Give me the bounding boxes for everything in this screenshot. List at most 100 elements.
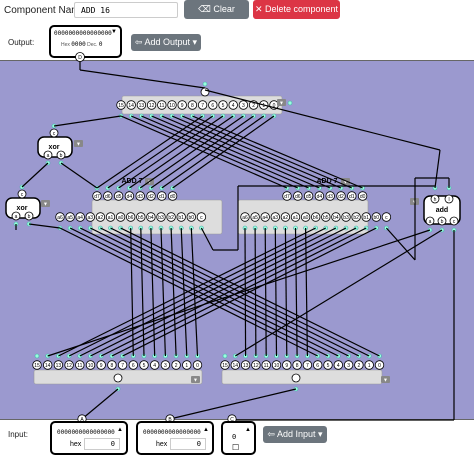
pin-label: a1 [108,215,114,221]
pin [374,360,385,370]
pin-label: b1 [178,215,184,221]
component-name-label: Component Name: [4,5,88,16]
pin [65,212,75,222]
pin [124,191,135,201]
wire [28,223,61,229]
pin [313,360,323,370]
pin [75,52,85,62]
caret-up-icon[interactable]: ▲ [203,427,209,433]
input-a-hex-field[interactable]: 0 [84,438,120,450]
caret-down-icon[interactable]: ▼ [111,29,117,35]
pin-label: 7 [121,363,124,369]
pin-label: a [429,219,432,225]
pin [196,212,207,222]
delete-component-button[interactable]: ✕ Delete component [253,0,340,19]
pin [240,212,250,222]
component-name-input[interactable]: ADD 16 [74,2,178,18]
pin [437,216,447,226]
pin-label: l [448,197,449,203]
pin-label: b3 [158,215,164,221]
pin-label: b [441,219,444,225]
pin [135,191,145,201]
pin-label: 3 [164,363,167,369]
pin-label: 2 [358,363,361,369]
pin [113,373,123,383]
pin-label: 13 [139,103,145,109]
clear-canvas-button[interactable]: ⌫ Clear canvas [184,0,249,32]
eraser-icon: ⌫ [198,4,211,14]
pin-label: 2 [175,363,178,369]
pin [117,360,128,370]
pin [300,212,311,222]
wire [274,227,278,357]
pin [157,100,167,110]
input-c-checkbox[interactable]: ☐ [232,443,240,452]
pin-label: c [453,219,456,225]
pin [139,360,149,370]
input-a-box[interactable]: 0000000000000000 ▲ hex 0 [50,421,128,455]
pin-label: 8 [296,363,299,369]
pin-label: 1 [262,103,265,109]
pin [430,194,440,204]
pin [24,211,34,221]
wire [59,227,318,357]
pin [56,150,66,160]
pin [146,100,157,110]
pin [115,212,126,222]
pin [354,360,364,370]
caret-up-icon[interactable]: ▲ [245,427,251,433]
pin-label: c [53,131,56,137]
pin [92,191,102,201]
pin-label: b6 [313,215,319,221]
clear-canvas-label: Clear canvas [202,4,235,32]
pin-label: 1 [368,363,371,369]
output-box[interactable]: 0000000000000000 ▼ Hex 0000 Dec. 0 [49,25,122,58]
close-icon: ✕ [254,4,263,14]
pin [260,212,270,222]
input-c-box[interactable]: ▲ 0 ☐ [221,421,256,455]
pin [126,100,136,110]
pin [105,212,116,222]
wire [118,115,224,189]
add-input-button[interactable]: ⇦ Add Input ▾ [263,426,327,443]
pin-label: b2 [353,215,359,221]
pin [177,100,187,110]
pin [43,150,53,160]
pin [444,194,454,204]
wire [81,388,119,420]
adder-left-title: ADD 7 [121,178,142,185]
pin-label: b0 [374,215,380,221]
wire [305,227,308,357]
pin [325,191,335,201]
pin [240,360,251,370]
plug-icon: ⇦ [134,37,143,47]
wire [434,149,441,189]
pin [333,360,344,370]
pin-label: B [168,417,172,423]
caret-down-icon: ▼ [383,378,388,384]
input-b-box[interactable]: 0000000000000000 ▲ hex 0 [136,421,214,455]
wire [151,115,320,189]
pin-label: 14 [233,363,239,369]
pin [187,100,198,110]
pin-label: A [80,417,84,423]
connector-dot [34,353,40,359]
pin [182,360,192,370]
pin-label: 10 [274,363,280,369]
wire [234,229,443,357]
pin-label: 12 [66,363,72,369]
pin [75,212,85,222]
pin [261,360,271,370]
pin [361,212,371,222]
pin [291,373,301,383]
caret-up-icon[interactable]: ▲ [117,427,123,433]
pin-label: d1 [159,194,165,200]
add-output-button[interactable]: ⇦ Add Output ▾ [131,34,201,51]
input-b-hex-field[interactable]: 0 [170,438,206,450]
pin-label: 2 [252,103,255,109]
pin-label: 14 [128,103,134,109]
pin [167,100,177,110]
wire [169,388,297,420]
pin [43,360,53,370]
